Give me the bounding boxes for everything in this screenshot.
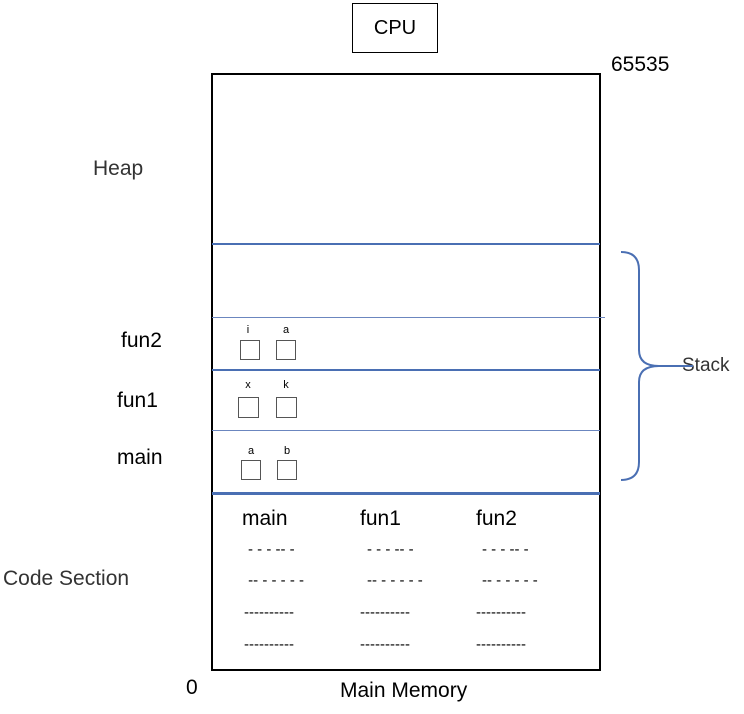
main-var-name: a <box>247 445 255 457</box>
fun1-var-name: k <box>283 379 289 391</box>
main-var-name: b <box>283 445 291 457</box>
fun1-main-divider <box>212 430 600 431</box>
fun1-var-name: x <box>245 379 251 391</box>
main-var-cell <box>277 460 297 480</box>
code-line: ---------- <box>476 604 526 621</box>
main-memory-block <box>211 73 601 671</box>
code-line: ---------- <box>360 636 410 653</box>
memory-caption: Main Memory <box>340 679 468 702</box>
fun2-var-name: i <box>246 324 250 336</box>
main-var-cell <box>241 460 261 480</box>
cpu-label: CPU <box>373 16 417 39</box>
fun2-var-cell <box>276 340 296 360</box>
code-section-label: Code Section <box>3 567 130 590</box>
fun1-var-cell <box>238 397 259 418</box>
cpu-box: CPU <box>352 3 438 53</box>
code-line: ---------- <box>244 636 294 653</box>
stack-code-divider <box>212 492 600 495</box>
code-column-fun2-header: fun2 <box>476 507 517 530</box>
code-line: - - - -- - <box>367 541 414 558</box>
address-bottom-label: 0 <box>186 676 198 699</box>
code-line: -- - - - - - <box>244 572 304 589</box>
code-column-fun1-header: fun1 <box>360 507 401 530</box>
code-column-main-header: main <box>242 507 288 530</box>
code-line: ---------- <box>360 604 410 621</box>
stack-brace-icon <box>620 251 693 481</box>
fun2-fun1-divider <box>212 369 600 371</box>
frame-label-fun1: fun1 <box>117 389 158 412</box>
fun2-var-name: a <box>282 324 290 336</box>
fun1-var-cell <box>276 397 297 418</box>
code-line: - - - -- - <box>482 541 529 558</box>
address-top-label: 65535 <box>611 53 670 76</box>
heap-label: Heap <box>93 157 144 180</box>
code-line: ---------- <box>244 604 294 621</box>
code-line: -- - - - - - <box>482 572 538 589</box>
fun2-var-cell <box>240 340 260 360</box>
heap-stack-divider <box>212 243 600 245</box>
code-line: - - - -- - <box>248 541 295 558</box>
stack-label: Stack <box>682 355 730 376</box>
code-line: -- - - - - - <box>367 572 423 589</box>
code-line: ---------- <box>476 636 526 653</box>
frame-label-fun2: fun2 <box>121 329 162 352</box>
stack-top-frame-divider <box>212 317 605 318</box>
frame-label-main: main <box>117 446 163 469</box>
